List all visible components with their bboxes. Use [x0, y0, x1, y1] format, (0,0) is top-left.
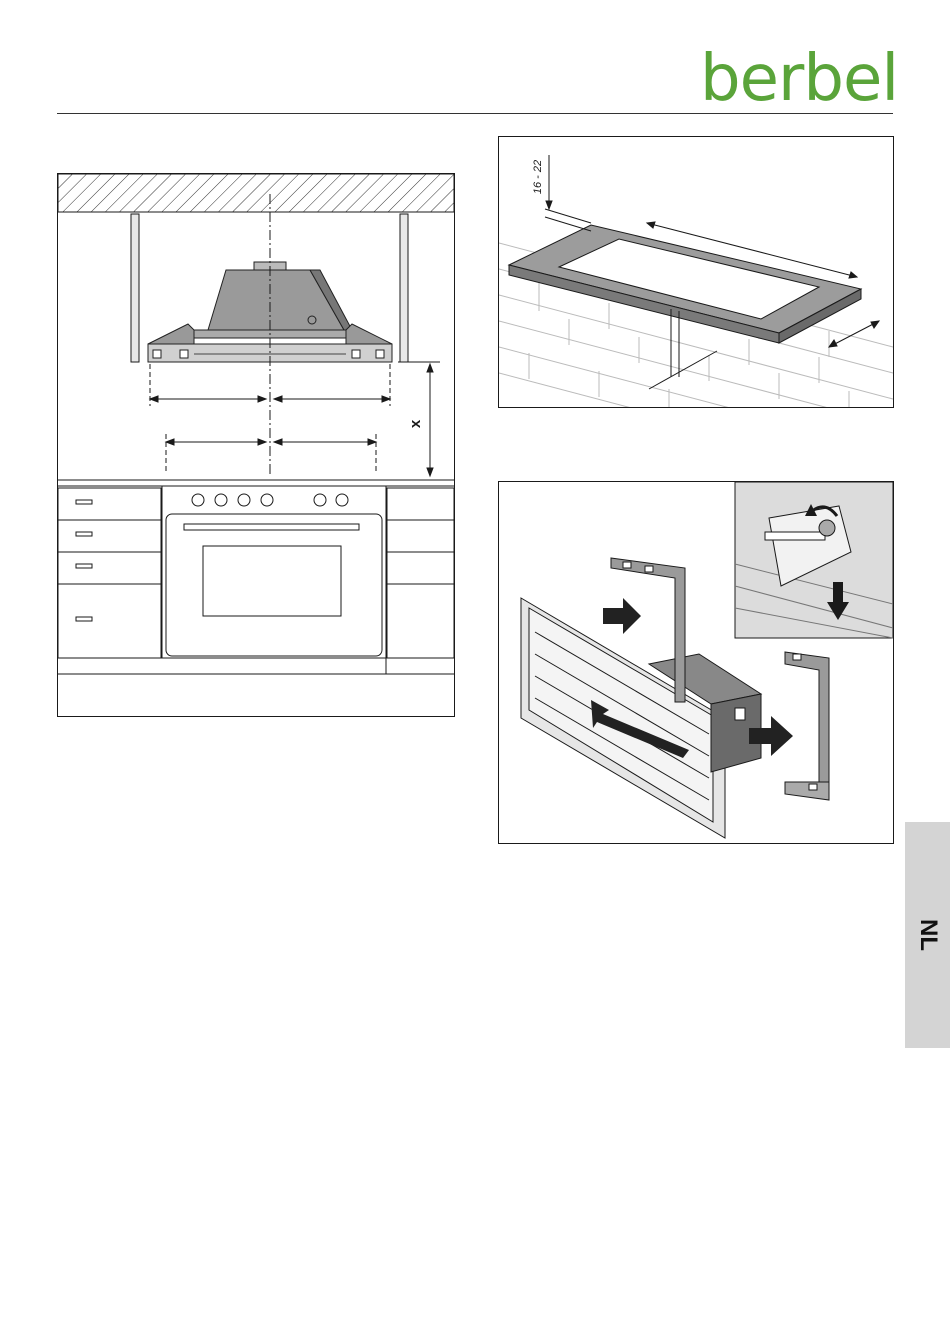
ceiling-hatch: [58, 174, 454, 212]
ceiling-cutout-drawing: 16 - 22: [499, 137, 893, 407]
hood-over-cooker-drawing: x: [58, 174, 454, 716]
cooker-width-dimension: [166, 439, 376, 445]
header-divider: [57, 113, 893, 114]
right-cabinet: [387, 488, 454, 658]
hood-unit: [521, 598, 761, 838]
ceiling-cutout-figure: 16 - 22: [498, 136, 894, 408]
height-x-label: x: [407, 419, 424, 428]
oven: [162, 486, 386, 658]
language-label: NL: [914, 919, 942, 951]
language-tab: NL: [905, 822, 950, 1048]
width-dimension: [829, 321, 879, 347]
mounting-brackets-drawing: [499, 482, 893, 843]
suspension-rod-right: [400, 214, 408, 362]
height-x-dimension: [398, 362, 440, 476]
thickness-dimension: [545, 155, 591, 231]
ceiling-slab: [509, 225, 861, 343]
berbel-logo: berbel: [700, 46, 900, 112]
mounting-brackets-figure: [498, 481, 894, 844]
hood-over-cooker-figure: x: [57, 173, 455, 717]
suspension-rod-left: [131, 214, 139, 362]
bracket-right: [785, 652, 829, 800]
detail-inset: [735, 482, 893, 638]
thickness-label: 16 - 22: [532, 160, 544, 194]
left-cabinet: [58, 488, 161, 658]
